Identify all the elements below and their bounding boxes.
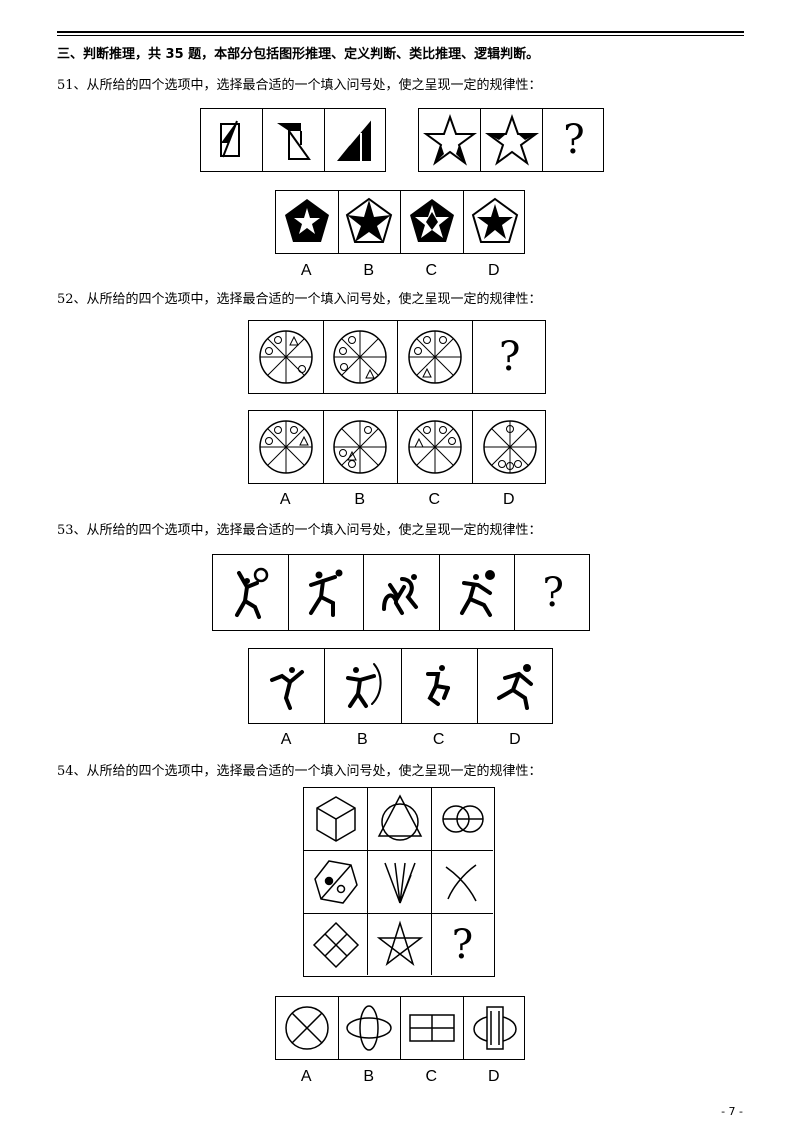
q54-stem-r3c2 bbox=[368, 914, 432, 975]
q53-option-c[interactable] bbox=[402, 649, 478, 723]
question-mark: ? bbox=[451, 921, 474, 968]
q54-stem-r1c3 bbox=[432, 788, 493, 851]
q53-options bbox=[248, 648, 553, 724]
option-label-a: A bbox=[300, 262, 312, 279]
q54-stem-question: ? bbox=[432, 914, 493, 975]
q51-option-labels: A B C D bbox=[275, 262, 525, 280]
q51-stem-question: ? bbox=[543, 109, 605, 171]
page-number: - 7 - bbox=[721, 1105, 743, 1118]
q51-stem-figure-5 bbox=[481, 109, 543, 171]
q54-option-b[interactable] bbox=[339, 997, 401, 1059]
option-label-a: A bbox=[300, 1068, 312, 1085]
option-label-d: D bbox=[502, 491, 515, 508]
option-label-b: B bbox=[363, 262, 375, 279]
q54-stem-r1c1 bbox=[304, 788, 368, 851]
q54-stem-r2c2 bbox=[368, 851, 432, 914]
option-label-d: D bbox=[487, 1068, 500, 1085]
q54-stem-r2c3 bbox=[432, 851, 493, 914]
section-title: 三、判断推理，共 35 题，本部分包括图形推理、定义判断、类比推理、逻辑判断。 bbox=[57, 47, 540, 62]
q54-option-a[interactable] bbox=[276, 997, 339, 1059]
q53-option-labels: A B C D bbox=[248, 731, 553, 749]
q53-option-b[interactable] bbox=[325, 649, 402, 723]
question-mark: ? bbox=[563, 117, 585, 163]
q51-option-a[interactable] bbox=[276, 191, 339, 253]
q52-option-a[interactable] bbox=[249, 411, 324, 483]
q53-stem-question: ? bbox=[515, 555, 591, 630]
q53-stem-figure-1 bbox=[213, 555, 289, 630]
q54-stem-r1c2 bbox=[368, 788, 432, 851]
option-label-d: D bbox=[487, 262, 500, 279]
q53-option-d[interactable] bbox=[478, 649, 554, 723]
q54-option-d[interactable] bbox=[464, 997, 527, 1059]
question-54-text: 54、从所给的四个选项中，选择最合适的一个填入问号处，使之呈现一定的规律性： bbox=[57, 764, 542, 779]
option-label-c: C bbox=[425, 262, 438, 279]
q52-option-d[interactable] bbox=[473, 411, 548, 483]
option-label-b: B bbox=[354, 491, 366, 508]
q54-stem-grid: ? bbox=[303, 787, 495, 977]
q53-stem-figure-4 bbox=[440, 555, 516, 630]
q51-option-d[interactable] bbox=[464, 191, 527, 253]
q51-stem-left bbox=[200, 108, 386, 172]
q52-stem-figure-1 bbox=[249, 321, 324, 393]
q51-stem-figure-4 bbox=[419, 109, 481, 171]
q52-stem: ? bbox=[248, 320, 546, 394]
q53-option-a[interactable] bbox=[249, 649, 326, 723]
q52-stem-question: ? bbox=[473, 321, 548, 393]
q51-stem-right: ? bbox=[418, 108, 604, 172]
option-label-c: C bbox=[432, 731, 445, 748]
option-label-d: D bbox=[509, 731, 521, 748]
q51-stem-figure-1 bbox=[201, 109, 263, 171]
q52-stem-figure-3 bbox=[398, 321, 473, 393]
option-label-a: A bbox=[280, 731, 292, 748]
q52-option-c[interactable] bbox=[398, 411, 473, 483]
option-label-c: C bbox=[425, 1068, 438, 1085]
question-mark: ? bbox=[499, 334, 521, 380]
q53-stem-figure-3 bbox=[364, 555, 440, 630]
header-rule-thin bbox=[57, 35, 744, 36]
q51-stem-figure-3 bbox=[325, 109, 387, 171]
q51-option-b[interactable] bbox=[339, 191, 401, 253]
q52-option-b[interactable] bbox=[324, 411, 398, 483]
q54-option-labels: A B C D bbox=[275, 1068, 525, 1086]
question-51-text: 51、从所给的四个选项中，选择最合适的一个填入问号处，使之呈现一定的规律性： bbox=[57, 78, 542, 93]
q54-options bbox=[275, 996, 525, 1060]
option-label-b: B bbox=[363, 1068, 375, 1085]
question-53-text: 53、从所给的四个选项中，选择最合适的一个填入问号处，使之呈现一定的规律性： bbox=[57, 523, 542, 538]
q54-stem-r3c1 bbox=[304, 914, 368, 975]
q52-option-labels: A B C D bbox=[248, 491, 546, 509]
q54-option-c[interactable] bbox=[401, 997, 464, 1059]
q53-stem: ? bbox=[212, 554, 590, 631]
q54-stem-r2c1 bbox=[304, 851, 368, 914]
header-rule-thick bbox=[57, 31, 744, 33]
q51-stem-figure-2 bbox=[263, 109, 325, 171]
q53-stem-figure-2 bbox=[289, 555, 365, 630]
question-mark: ? bbox=[542, 569, 564, 616]
q51-options bbox=[275, 190, 525, 254]
option-label-b: B bbox=[357, 731, 368, 748]
question-52-text: 52、从所给的四个选项中，选择最合适的一个填入问号处，使之呈现一定的规律性： bbox=[57, 292, 542, 307]
q52-stem-figure-2 bbox=[324, 321, 398, 393]
q51-option-c[interactable] bbox=[401, 191, 464, 253]
option-label-c: C bbox=[428, 491, 441, 508]
option-label-a: A bbox=[279, 491, 291, 508]
q52-options bbox=[248, 410, 546, 484]
